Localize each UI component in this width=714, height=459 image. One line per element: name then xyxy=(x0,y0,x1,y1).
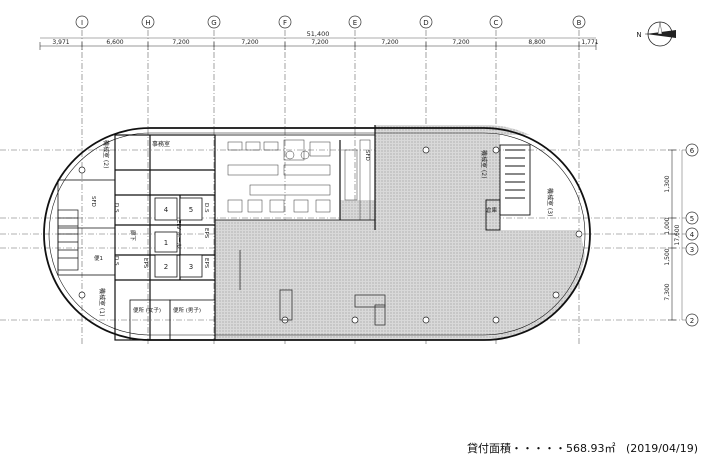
axis-bubble-5: 5 xyxy=(685,211,699,225)
axis-bubble-C: C xyxy=(489,15,503,29)
room-ds-1: D.S xyxy=(113,203,119,213)
room-office: 事務室 xyxy=(152,140,170,148)
svg-text:4: 4 xyxy=(690,231,695,239)
svg-text:3,971: 3,971 xyxy=(52,39,69,46)
building-outline xyxy=(43,127,591,341)
svg-text:1,300: 1,300 xyxy=(664,175,671,192)
leasable-area xyxy=(215,125,585,340)
axis-bubble-D: D xyxy=(419,15,433,29)
svg-text:7,200: 7,200 xyxy=(311,39,328,46)
axis-bubble-I: I xyxy=(75,15,89,29)
svg-text:2: 2 xyxy=(690,317,694,325)
svg-text:6,600: 6,600 xyxy=(106,39,123,46)
restrooms xyxy=(129,299,216,341)
svg-text:C: C xyxy=(494,19,499,27)
room-machine-2-right: 機械室 (2) xyxy=(480,150,488,178)
svg-text:7,200: 7,200 xyxy=(381,39,398,46)
room-elv-hall: ELV ホール xyxy=(175,220,182,248)
row-axis-markers: 6 5 4 3 2 xyxy=(685,143,699,327)
area-footer: 貸付面積・・・・・568.93㎡ (2019/04/19) xyxy=(467,440,698,456)
north-label: N xyxy=(636,31,641,39)
room-machine-3: 機械室 (3) xyxy=(546,188,554,216)
svg-text:1,000: 1,000 xyxy=(664,217,671,234)
room-eps-1: EPS xyxy=(142,258,148,269)
svg-text:3: 3 xyxy=(690,246,694,254)
right-core xyxy=(485,144,531,231)
total-dimension: 51,400 xyxy=(307,30,330,38)
svg-text:H: H xyxy=(145,19,150,27)
svg-text:4: 4 xyxy=(164,206,169,214)
svg-text:3: 3 xyxy=(189,263,193,271)
svg-text:1,771: 1,771 xyxy=(581,39,598,46)
room-wc-women: 便所 (女子) xyxy=(133,306,161,314)
axis-bubble-E: E xyxy=(348,15,362,29)
room-wc-small: 便1 xyxy=(94,254,103,262)
room-eps-2: EPS xyxy=(203,258,209,269)
svg-text:1: 1 xyxy=(164,239,168,247)
axis-bubble-3: 3 xyxy=(685,242,699,256)
core-walls xyxy=(57,125,376,341)
equipment-detail xyxy=(227,139,371,221)
north-arrow-icon: N xyxy=(636,21,676,47)
room-wc-men: 便所 (男子) xyxy=(173,306,201,314)
svg-text:2: 2 xyxy=(164,263,168,271)
room-sfd-2: SFD xyxy=(90,196,96,207)
area-value: 568.93㎡ xyxy=(566,442,616,455)
svg-text:7,200: 7,200 xyxy=(241,39,258,46)
room-labels: 機械室 (2) 事務室 機械室 (1) 機械室 (2) 機械室 (3) 便所 (… xyxy=(90,140,554,316)
axis-bubble-2: 2 xyxy=(685,313,699,327)
svg-text:6: 6 xyxy=(690,147,695,155)
svg-text:7,300: 7,300 xyxy=(664,283,671,300)
room-corridor: 廊下 xyxy=(129,230,137,242)
top-dimension-labels: 51,400 3,971 6,600 7,200 7,200 7,200 7,2… xyxy=(52,30,598,46)
svg-text:B: B xyxy=(577,19,582,27)
svg-text:7,200: 7,200 xyxy=(452,39,469,46)
svg-text:1,500: 1,500 xyxy=(664,248,671,265)
axis-bubble-4: 4 xyxy=(685,227,699,241)
axis-bubble-F: F xyxy=(278,15,292,29)
svg-text:8,800: 8,800 xyxy=(528,39,545,46)
axis-bubble-6: 6 xyxy=(685,143,699,157)
room-ds-2: D.S xyxy=(113,256,119,266)
svg-text:F: F xyxy=(283,19,287,27)
svg-text:E: E xyxy=(353,19,357,27)
top-dimension-line xyxy=(39,37,597,50)
right-dimension-labels: 1,300 1,000 1,500 7,300 17,600 xyxy=(664,175,681,300)
pipe-shafts xyxy=(239,250,386,326)
area-label: 貸付面積・・・・・ xyxy=(467,442,567,455)
room-machine-2-left: 機械室 (2) xyxy=(102,140,110,168)
right-total-dimension: 17,600 xyxy=(674,224,681,245)
svg-text:D: D xyxy=(423,19,428,27)
column-axis-markers: I H G F E D C B xyxy=(75,15,586,29)
room-machine-1: 機械室 (1) xyxy=(98,288,106,316)
axis-bubble-H: H xyxy=(141,15,155,29)
plan-date: (2019/04/19) xyxy=(626,442,698,455)
room-eps-3: EPS xyxy=(203,228,209,239)
right-dimension-line xyxy=(668,149,683,321)
svg-text:I: I xyxy=(81,19,83,27)
left-stair xyxy=(57,209,79,271)
svg-text:5: 5 xyxy=(189,206,193,214)
svg-text:5: 5 xyxy=(690,215,694,223)
elevator-shafts: 4 5 2 3 1 xyxy=(154,197,203,278)
svg-text:7,200: 7,200 xyxy=(172,39,189,46)
axis-bubble-B: B xyxy=(572,15,586,29)
room-ds-3: D.S xyxy=(203,203,209,213)
room-sfd-1: SFD xyxy=(364,150,370,161)
svg-text:G: G xyxy=(211,19,216,27)
axis-bubble-G: G xyxy=(207,15,221,29)
room-storage: 倉庫 xyxy=(486,206,498,214)
